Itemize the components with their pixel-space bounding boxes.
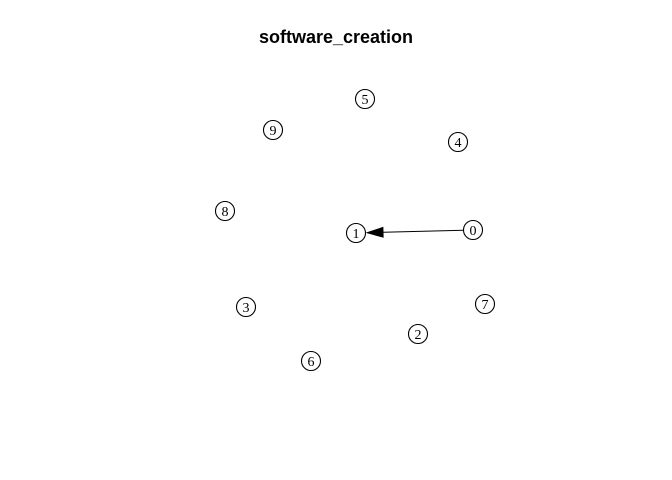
node-circle: [407, 323, 429, 345]
node-label: 0: [470, 224, 477, 239]
node-9: 9: [262, 119, 284, 141]
node-4: 4: [447, 131, 469, 153]
node-label: 3: [243, 301, 250, 316]
node-6: 6: [300, 350, 322, 372]
node-label: 2: [415, 328, 422, 343]
node-3: 3: [235, 296, 257, 318]
node-label: 8: [222, 205, 229, 220]
node-1: 1: [345, 222, 367, 244]
node-circle: [235, 296, 257, 318]
node-circle: [354, 88, 376, 110]
node-circle: [462, 219, 484, 241]
node-8: 8: [214, 200, 236, 222]
node-circle: [345, 222, 367, 244]
node-label: 4: [455, 136, 462, 151]
node-label: 5: [362, 93, 369, 108]
page-title: software_creation: [258, 27, 414, 47]
node-7: 7: [474, 293, 496, 315]
node-2: 2: [407, 323, 429, 345]
node-circle: [300, 350, 322, 372]
node-circle: [262, 119, 284, 141]
node-label: 6: [308, 355, 315, 370]
node-0: 0: [462, 219, 484, 241]
node-label: 9: [270, 124, 277, 139]
node-label: 1: [353, 227, 360, 242]
edge-arrowhead-0-1: [365, 226, 384, 238]
node-circle: [214, 200, 236, 222]
node-circle: [447, 131, 469, 153]
node-label: 7: [482, 298, 489, 313]
node-5: 5: [354, 88, 376, 110]
edge-0-1: [383, 229, 464, 233]
node-circle: [474, 293, 496, 315]
